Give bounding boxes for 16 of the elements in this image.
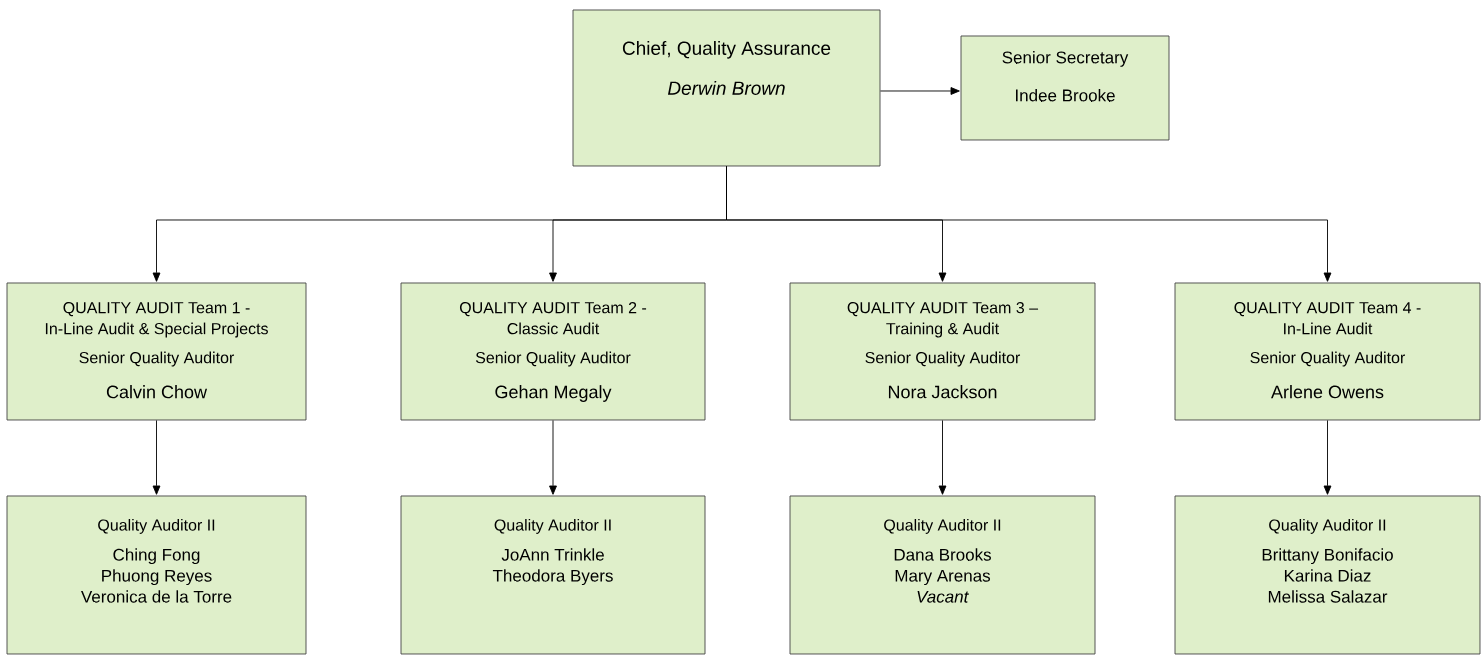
chief-box: Chief, Quality Assurance Derwin Brown [572, 9, 881, 167]
arrow [549, 420, 557, 495]
staff-box: Quality Auditor II Brittany Bonifacio Karina Diaz Melissa Salazar [1174, 495, 1481, 655]
team-box: QUALITY AUDIT Team 2 - Classic Audit Senior Quality Auditor Gehan Megaly [400, 282, 706, 421]
staff-box: Quality Auditor II Dana Brooks Mary Arenas Vacant [789, 495, 1096, 655]
arrow [1323, 420, 1332, 495]
team-box: QUALITY AUDIT Team 1 - In-Line Audit & Special Projects Senior Quality Auditor Calvin Chow [6, 282, 307, 421]
team-box: QUALITY AUDIT Team 4 - In-Line Audit Senior Quality Auditor Arlene Owens [1174, 282, 1481, 421]
staff-box: Quality Auditor II Ching Fong Phuong Reyes Veronica de la Torre [6, 495, 307, 655]
team-box: QUALITY AUDIT Team 3 – Training & Audit Senior Quality Auditor Nora Jackson [789, 282, 1096, 421]
staff-box: Quality Auditor II JoAnn Trinkle Theodora Byers [400, 495, 706, 655]
arrow [152, 420, 161, 495]
arrow [880, 87, 960, 95]
secretary-box: Senior Secretary Indee Brooke [960, 35, 1170, 141]
arrow [726, 166, 1332, 282]
arrow [938, 420, 947, 495]
